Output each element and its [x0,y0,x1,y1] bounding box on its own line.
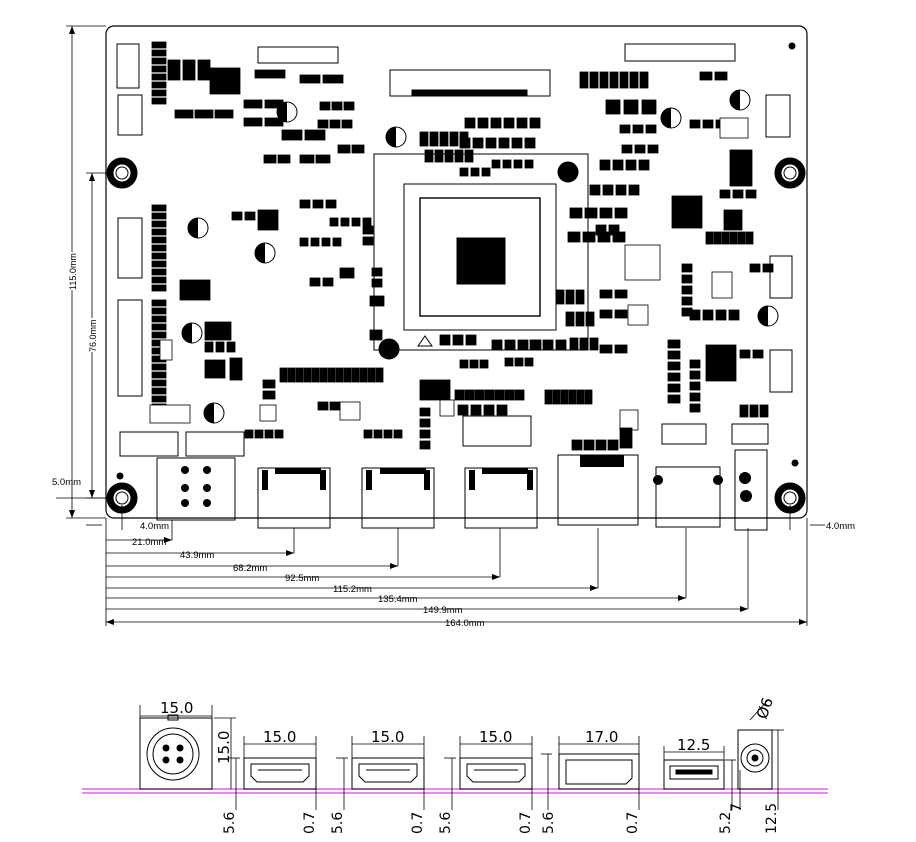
dim-bottom-9: 5.2 [718,812,734,834]
dim-92-5: 92.5mm [285,573,319,584]
dim-bottom-8: 0.7 [625,812,641,834]
dim-dp-width: 17.0 [585,728,618,746]
dim-hole-spacing: 76.0mm [88,319,98,352]
top-connectors [257,43,736,97]
dim-115-2: 115.2mm [333,584,372,595]
dc-jack [737,729,773,790]
dim-164: 164.0mm [445,618,485,629]
connector-pads [181,455,752,507]
dim-vga-height: 15.0 [215,731,233,764]
vga-port [139,717,213,790]
side-view-connectors [139,714,773,790]
top-dimension-arrows [69,26,807,625]
hdmi-port-1 [243,757,317,790]
dim-bottom-3: 5.6 [330,812,346,834]
dim-board-height: 115.0mm [68,253,78,290]
hdmi-port-3 [459,757,533,790]
dim-bottom-5: 5.6 [438,812,454,834]
dim-bottom-1: 5.6 [222,812,238,834]
top-dimension-lines [56,25,825,626]
dim-left-offset: 4.0mm [140,521,169,532]
board-outline [105,25,808,519]
side-dimension-labels: 15.0 15.0 15.0 15.0 15.0 17.0 12.5 Ø6 5.… [160,695,780,834]
hdmi-port-2 [351,757,425,790]
dim-hdmi3-width: 15.0 [479,728,512,746]
bottom-connectors [119,415,769,531]
dim-usb-width: 12.5 [677,736,710,754]
dim-68-2: 68.2mm [233,563,267,574]
main-soc [373,153,589,360]
displayport-port [558,753,640,790]
pcb-components [149,41,779,451]
usb-port [663,759,725,790]
dim-hdmi2-width: 15.0 [371,728,404,746]
dim-bottom-10: 7 [729,803,745,812]
dim-21: 21.0mm [132,537,166,548]
dim-135-4: 135.4mm [378,594,418,605]
dim-149-9: 149.9mm [423,605,463,616]
right-headers [765,94,793,393]
left-headers [116,43,143,397]
dim-dc-diameter: Ø6 [753,695,777,721]
side-dimension-lines [139,699,784,810]
top-dimension-labels: 115.0mm 76.0mm 5.0mm 4.0mm 4.0mm 21.0mm … [52,252,855,629]
dim-bottom-7: 5.6 [541,812,557,834]
dim-right-offset: 4.0mm [826,521,855,532]
dim-bottom-2: 0.7 [302,812,318,834]
dim-vga-width: 15.0 [160,699,193,717]
dim-43-9: 43.9mm [180,550,214,561]
dim-bottom-4: 0.7 [410,812,426,834]
dim-bottom-6: 0.7 [518,812,534,834]
mounting-holes [106,42,806,514]
dim-hole-offset: 5.0mm [52,477,81,488]
dim-bottom-11: 12.5 [764,803,780,834]
dim-hdmi1-width: 15.0 [263,728,296,746]
top-view [105,25,808,531]
